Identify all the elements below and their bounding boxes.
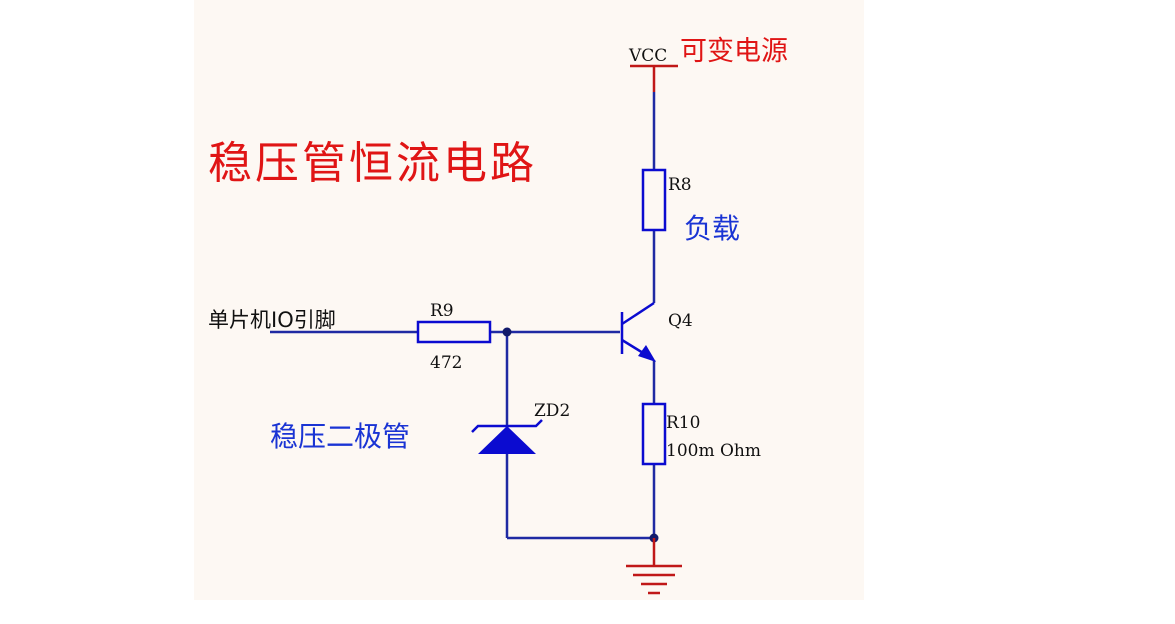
resistor-r9 bbox=[416, 320, 492, 344]
zener-diode-zd2 bbox=[471, 419, 543, 454]
junction-dot-base-node bbox=[502, 327, 512, 337]
r9-ref-label: R9 bbox=[430, 301, 454, 321]
resistor-r8 bbox=[641, 168, 667, 232]
transistor-q4 bbox=[620, 301, 656, 362]
schematic-background bbox=[194, 0, 864, 600]
vcc-power-symbol bbox=[630, 64, 678, 92]
r9-value-label: 472 bbox=[430, 353, 462, 373]
zd2-note-label: 稳压二极管 bbox=[270, 420, 410, 453]
resistor-r10 bbox=[641, 402, 667, 466]
ground-symbol bbox=[626, 538, 682, 595]
q4-ref-label: Q4 bbox=[668, 311, 693, 331]
zd2-ref-label: ZD2 bbox=[534, 401, 570, 421]
r10-value-label: 100m Ohm bbox=[666, 441, 761, 461]
vcc-note-label: 可变电源 bbox=[680, 36, 788, 67]
r10-ref-label: R10 bbox=[666, 413, 700, 433]
diagram-title: 稳压管恒流电路 bbox=[208, 138, 537, 189]
input-pin-label: 单片机IO引脚 bbox=[208, 308, 336, 332]
r8-ref-label: R8 bbox=[668, 175, 692, 195]
vcc-net-label: VCC bbox=[628, 46, 667, 66]
r8-note-label: 负载 bbox=[684, 212, 740, 245]
wires bbox=[270, 92, 656, 540]
